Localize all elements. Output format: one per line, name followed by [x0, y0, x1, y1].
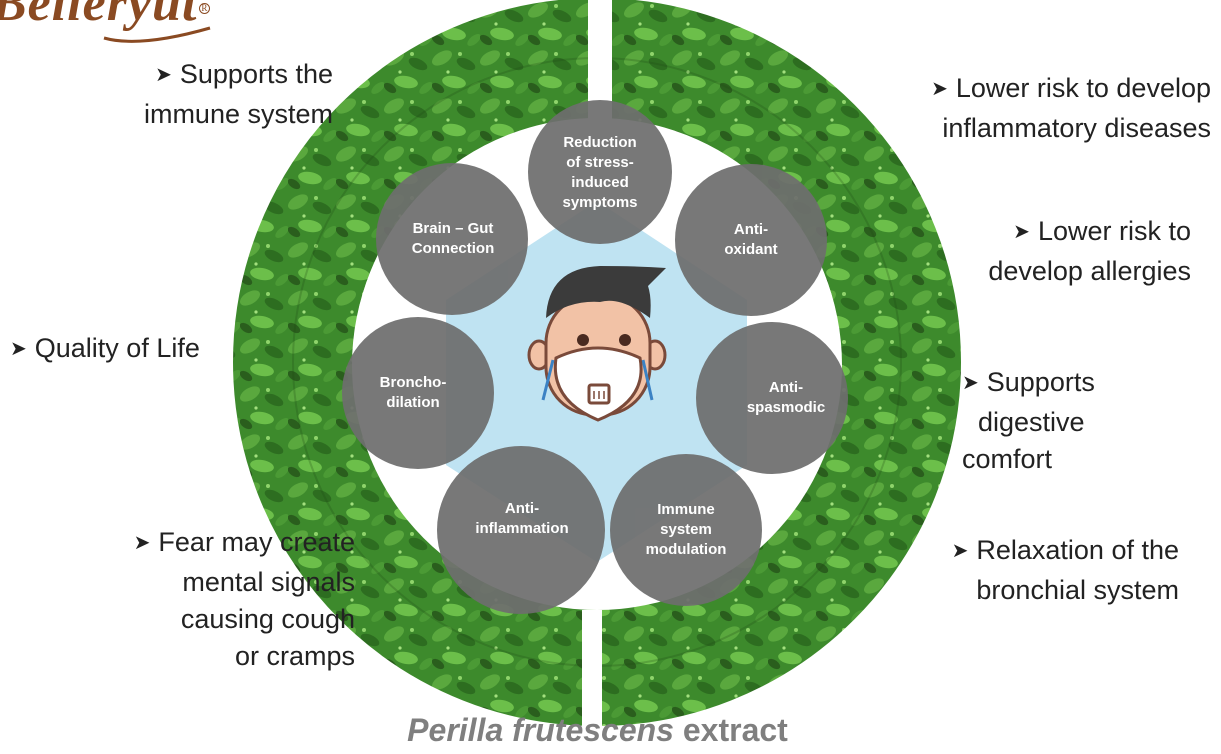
benefit-line: or cramps — [234, 641, 355, 671]
node-label-bronchodilation: Broncho- dilation — [343, 373, 483, 413]
benefit-immune: ➤ Supports the immune system — [144, 56, 333, 133]
logo-text: Belleryut — [0, 0, 198, 32]
arrowhead-bullet-icon: ➤ — [951, 540, 969, 562]
node-label-antispasmodic: Anti- spasmodic — [716, 378, 856, 418]
node-line: Brain – Gut — [412, 220, 494, 237]
benefit-line: immune system — [143, 99, 333, 129]
benefit-text: Supports the — [179, 59, 333, 89]
node-circle-anti-inflammation — [437, 446, 605, 614]
node-line: Broncho- — [379, 374, 447, 391]
node-line: modulation — [645, 541, 727, 558]
benefit-text: Fear may create — [158, 527, 355, 557]
node-line: spasmodic — [746, 399, 826, 416]
node-label-immune-modulation: Immune system modulation — [616, 500, 756, 560]
node-line: symptoms — [562, 194, 638, 211]
arrowhead-bullet-icon: ➤ — [10, 338, 27, 360]
node-label-antioxidant: Anti- oxidant — [681, 220, 821, 260]
node-line: oxidant — [724, 241, 778, 258]
diagram-caption: Perilla frutescens extract — [0, 712, 1195, 749]
node-line: Anti- — [768, 379, 804, 396]
node-circle-stress — [528, 100, 672, 244]
benefit-line: ➤ Supports — [962, 364, 1095, 404]
benefit-line: ➤ Lower risk to develop — [931, 70, 1211, 110]
benefit-inflammatory: ➤ Lower risk to develop inflammatory dise… — [931, 70, 1211, 147]
caption-suffix: extract — [673, 712, 788, 748]
node-circle-immune-modulation — [610, 454, 762, 606]
node-line: Anti- — [733, 221, 769, 238]
benefit-line: ➤ Quality of Life — [10, 330, 200, 370]
node-label-anti-inflammation: Anti- inflammation — [452, 499, 592, 539]
ring-gap-bottom — [582, 610, 602, 730]
benefit-allergies: ➤ Lower risk to develop allergies — [988, 213, 1191, 290]
benefit-quality: ➤ Quality of Life — [10, 330, 200, 370]
arrowhead-bullet-icon: ➤ — [1013, 221, 1030, 243]
node-line: Reduction — [563, 134, 637, 151]
node-circle-antioxidant — [675, 164, 827, 316]
benefit-line: causing cough — [180, 604, 355, 634]
node-line: induced — [571, 174, 629, 191]
face-with-mask-icon — [527, 266, 667, 422]
arrowhead-bullet-icon: ➤ — [133, 532, 151, 554]
benefit-line: bronchial system — [976, 575, 1179, 605]
benefit-line: ➤ Relaxation of the — [952, 532, 1179, 572]
benefit-fear: ➤ Fear may create mental signals causing … — [134, 524, 355, 675]
node-circle-bronchodilation — [342, 317, 494, 469]
benefit-text: Supports — [986, 367, 1095, 397]
benefit-text: Lower risk to develop — [955, 73, 1211, 103]
benefit-line: digestive — [978, 407, 1085, 437]
logo-swoosh-icon — [103, 26, 211, 43]
node-circles — [342, 100, 848, 614]
arrowhead-bullet-icon: ➤ — [155, 64, 172, 86]
benefit-text: Quality of Life — [34, 333, 200, 363]
arrowhead-bullet-icon: ➤ — [962, 372, 979, 394]
node-label-brain-gut: Brain – Gut Connection — [383, 219, 523, 259]
benefit-text: Relaxation of the — [976, 535, 1179, 565]
benefit-line: comfort — [962, 444, 1053, 474]
node-line: Connection — [411, 240, 495, 257]
benefit-line: inflammatory diseases — [942, 113, 1211, 143]
registered-mark: R — [199, 2, 211, 14]
node-line: inflammation — [475, 520, 569, 537]
node-line: of stress- — [566, 154, 634, 171]
benefit-line: mental signals — [182, 567, 355, 597]
benefit-line: develop allergies — [988, 256, 1191, 286]
node-circle-antispasmodic — [696, 322, 848, 474]
node-label-stress: Reduction of stress- induced symptoms — [530, 133, 670, 213]
benefit-line: ➤ Lower risk to — [988, 213, 1191, 253]
benefit-bronchial: ➤ Relaxation of the bronchial system — [952, 532, 1179, 609]
node-line: dilation — [386, 394, 440, 411]
node-line: system — [660, 521, 712, 538]
caption-species: Perilla frutescens — [407, 712, 674, 748]
benefit-line: ➤ Supports the — [144, 56, 333, 96]
benefit-digestive: ➤ Supports digestive comfort — [962, 364, 1095, 478]
node-line: Anti- — [504, 500, 540, 517]
benefit-line: ➤ Fear may create — [134, 524, 355, 564]
arrowhead-bullet-icon: ➤ — [931, 78, 948, 100]
node-line: Immune — [657, 501, 715, 518]
benefit-text: Lower risk to — [1037, 216, 1191, 246]
node-circle-brain-gut — [376, 163, 528, 315]
